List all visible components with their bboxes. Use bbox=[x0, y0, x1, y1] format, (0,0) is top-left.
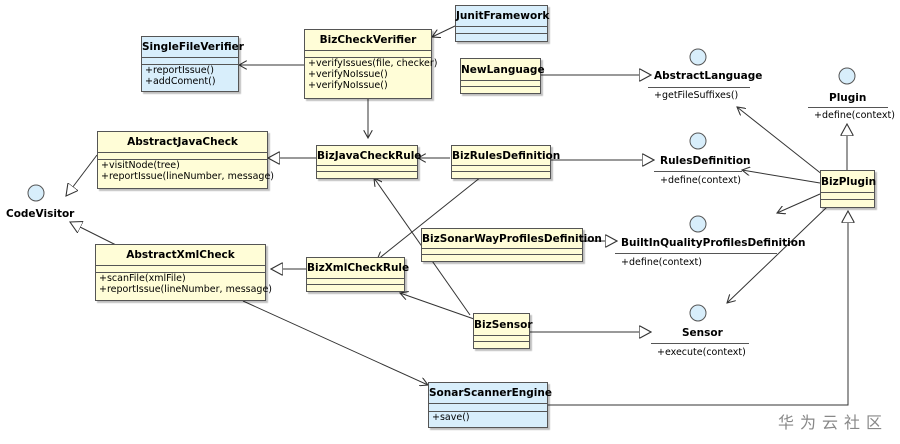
class-biz-java-check-rule[interactable]: BizJavaCheckRule bbox=[316, 145, 421, 179]
interface-divider bbox=[615, 253, 777, 254]
interface-plugin-name: Plugin bbox=[829, 92, 867, 104]
class-biz-rules-definition[interactable]: BizRulesDefinition bbox=[451, 145, 560, 179]
class-name: BizXmlCheckRule bbox=[307, 258, 409, 279]
class-single-file-verifier[interactable]: SingleFileVerifier +reportIssue() +addCo… bbox=[141, 36, 244, 92]
rulesdef-to-xmlrule-arrow bbox=[377, 172, 487, 260]
xmlcheck-to-engine-arrow bbox=[242, 300, 428, 385]
plugin-to-rulesdefinition-arrow bbox=[742, 170, 821, 184]
interface-plugin-op: +define(context) bbox=[814, 110, 895, 121]
rules-definition-circle bbox=[689, 132, 707, 150]
class-name: JunitFramework bbox=[456, 6, 549, 27]
interface-divider bbox=[654, 171, 742, 172]
class-name: BizPlugin bbox=[821, 171, 876, 193]
abstract-language-circle bbox=[689, 48, 707, 66]
interface-abstract-language-name: AbstractLanguage bbox=[654, 70, 763, 82]
operation: +verifyNoIssue() bbox=[308, 80, 388, 91]
class-abstract-java-check[interactable]: AbstractJavaCheck +visitNode(tree) +repo… bbox=[97, 131, 274, 189]
interface-divider bbox=[808, 107, 888, 108]
class-new-language[interactable]: NewLanguage bbox=[460, 58, 545, 94]
plugin-to-builtin-arrow bbox=[777, 193, 821, 213]
interface-rules-definition-op: +define(context) bbox=[660, 175, 741, 186]
operation: +verifyNoIssue() bbox=[308, 69, 388, 80]
interface-circles bbox=[27, 48, 856, 322]
operation: +visitNode(tree) bbox=[101, 160, 180, 171]
class-name: BizCheckVerifier bbox=[305, 30, 431, 51]
interface-rules-definition-name: RulesDefinition bbox=[660, 155, 751, 167]
interface-abstract-language-op: +getFileSuffixes() bbox=[654, 90, 739, 101]
operation: +scanFile(xmlFile) bbox=[99, 273, 186, 284]
class-name: BizSensor bbox=[474, 314, 533, 336]
class-name: SingleFileVerifier bbox=[142, 37, 244, 58]
class-biz-sonar-way-profiles-definition[interactable]: BizSonarWayProfilesDefinition bbox=[421, 228, 602, 262]
class-name: AbstractJavaCheck bbox=[98, 132, 267, 153]
watermark: 华为云社区 bbox=[777, 413, 888, 432]
interface-code-visitor-name: CodeVisitor bbox=[6, 208, 75, 220]
operations: +verifyIssues(file, checker) +verifyNoIs… bbox=[305, 58, 438, 91]
class-sonar-scanner-engine[interactable]: SonarScannerEngine +save() bbox=[428, 382, 552, 428]
class-name: BizRulesDefinition bbox=[452, 146, 560, 166]
interface-sensor-op: +execute(context) bbox=[657, 347, 746, 358]
class-abstract-xml-check[interactable]: AbstractXmlCheck +scanFile(xmlFile) +rep… bbox=[95, 244, 272, 301]
builtin-quality-circle bbox=[689, 215, 707, 233]
class-biz-xml-check-rule[interactable]: BizXmlCheckRule bbox=[306, 257, 409, 292]
operation: +reportIssue(lineNumber, message) bbox=[99, 284, 272, 295]
class-junit-framework[interactable]: JunitFramework bbox=[455, 5, 549, 42]
class-name: BizJavaCheckRule bbox=[317, 146, 421, 166]
sensor-to-xmlrule-arrow bbox=[400, 293, 475, 320]
interface-divider bbox=[648, 87, 750, 88]
operations: +scanFile(xmlFile) +reportIssue(lineNumb… bbox=[96, 273, 272, 295]
class-biz-sensor[interactable]: BizSensor bbox=[473, 313, 533, 349]
operation: +reportIssue() bbox=[145, 65, 214, 76]
plugin-to-abstractlanguage-arrow bbox=[737, 107, 824, 176]
interface-sensor-name: Sensor bbox=[682, 327, 723, 339]
code-visitor-circle bbox=[27, 184, 45, 202]
abstractxmlcheck-realizes-codevisitor bbox=[70, 222, 119, 247]
operation: +save() bbox=[432, 412, 470, 423]
junit-to-verifier-arrow bbox=[432, 25, 456, 37]
abstractjavacheck-realizes-codevisitor bbox=[66, 154, 98, 196]
operations: +save() bbox=[429, 412, 547, 423]
plugin-to-sensor-arrow bbox=[727, 206, 828, 303]
class-biz-plugin[interactable]: BizPlugin bbox=[820, 170, 876, 208]
class-name: SonarScannerEngine bbox=[429, 383, 552, 404]
interface-builtin-quality-name: BuiltInQualityProfilesDefinition bbox=[621, 237, 806, 249]
operation: +reportIssue(lineNumber, message) bbox=[101, 171, 274, 182]
engine-to-bizplugin-line bbox=[548, 211, 848, 406]
class-name: AbstractXmlCheck bbox=[96, 245, 265, 266]
operation: +addComent() bbox=[145, 76, 216, 87]
interface-divider bbox=[651, 343, 749, 344]
interface-builtin-quality-op: +define(context) bbox=[621, 257, 702, 268]
operations: +visitNode(tree) +reportIssue(lineNumber… bbox=[98, 160, 274, 182]
sensor-circle bbox=[689, 304, 707, 322]
operations: +reportIssue() +addComent() bbox=[142, 65, 238, 87]
class-biz-check-verifier[interactable]: BizCheckVerifier +verifyIssues(file, che… bbox=[304, 29, 438, 99]
plugin-circle bbox=[838, 67, 856, 85]
class-name: BizSonarWayProfilesDefinition bbox=[422, 229, 602, 249]
operation: +verifyIssues(file, checker) bbox=[308, 58, 438, 69]
class-name: NewLanguage bbox=[461, 59, 545, 81]
